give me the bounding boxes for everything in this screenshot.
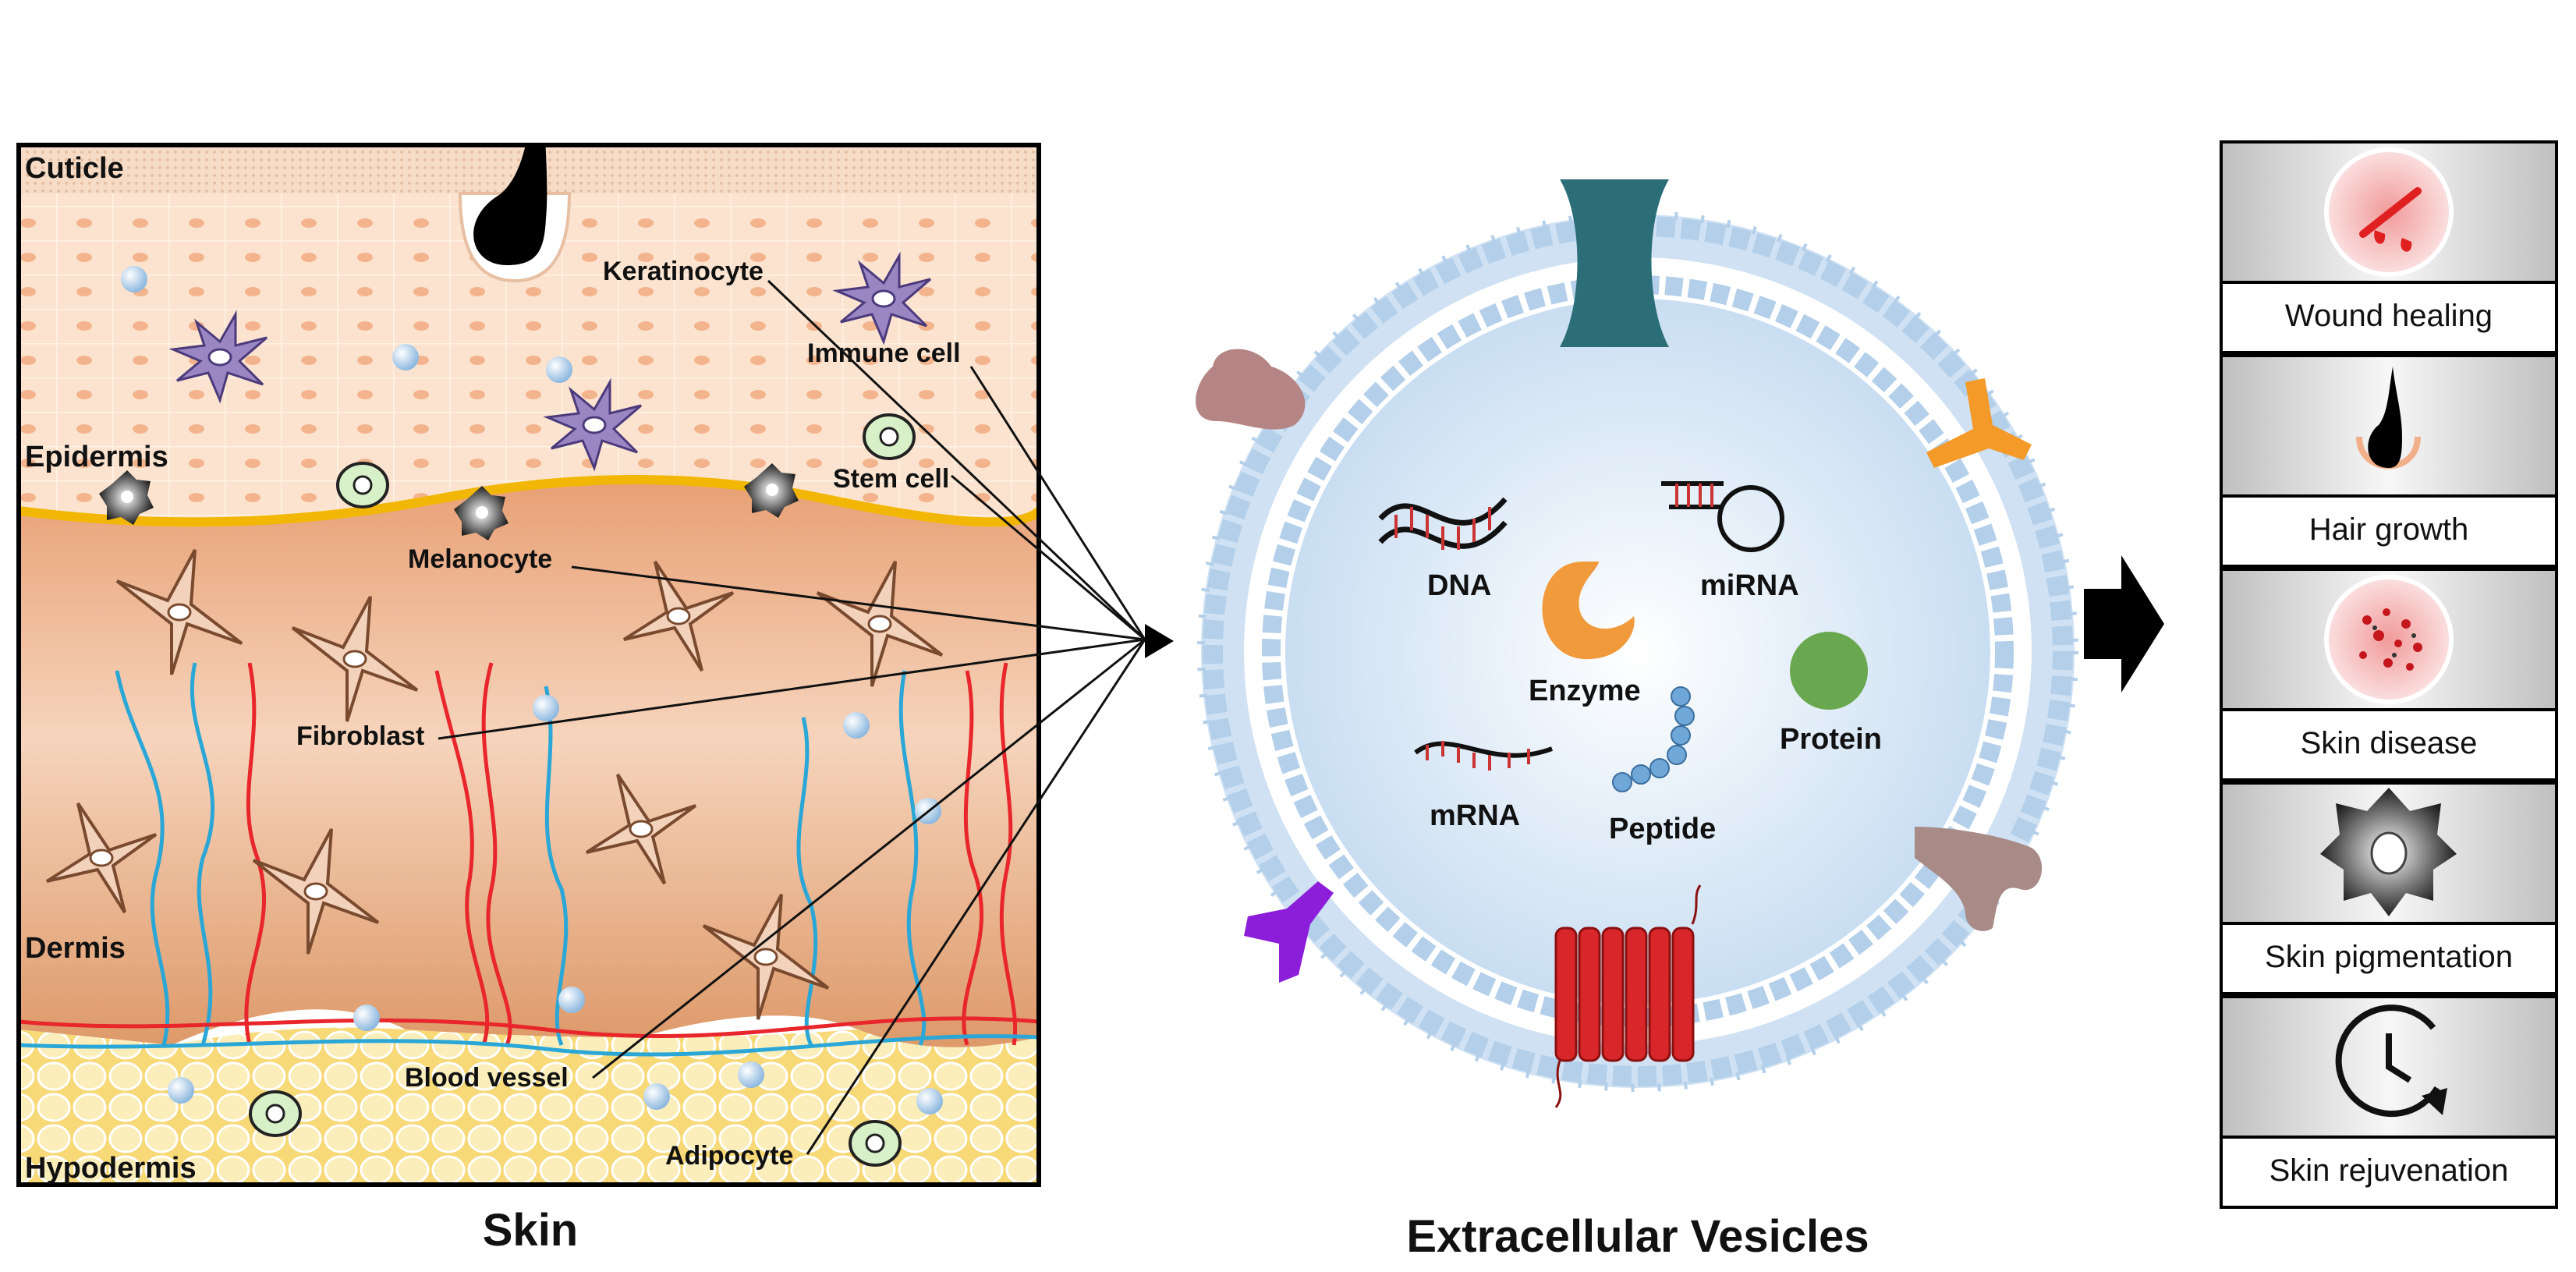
enzyme-icon xyxy=(1542,562,1635,660)
cargo-label-enzyme: Enzyme xyxy=(1529,675,1641,707)
app-label-wound-healing: Wound healing xyxy=(2285,299,2493,333)
label-melanocyte: Melanocyte xyxy=(408,544,552,574)
receptor-protein-brown-icon xyxy=(1196,349,1306,430)
cargo-label-mrna: mRNA xyxy=(1430,799,1520,832)
protein-icon xyxy=(1790,632,1868,710)
app-label-hair-growth: Hair growth xyxy=(2309,512,2469,547)
label-adipocyte: Adipocyte xyxy=(665,1141,793,1171)
fibroblasts xyxy=(45,549,944,1020)
layer-label-hypodermis: Hypodermis xyxy=(25,1152,197,1185)
exosome-bubbles xyxy=(121,266,943,1114)
pointer-lines xyxy=(438,279,1146,1155)
hair-follicle-icon xyxy=(458,145,572,283)
receptor-protein-tan-icon xyxy=(1915,827,2043,931)
skin-frame xyxy=(16,143,1041,1187)
cargo-label-mirna: miRNA xyxy=(1700,569,1799,602)
dermis-layer xyxy=(19,480,1039,1055)
skin-disease-icon xyxy=(2324,575,2454,704)
label-blood-vessel: Blood vessel xyxy=(405,1063,569,1093)
clock-icon xyxy=(2335,1004,2447,1118)
app-label-skin-pigmentation: Skin pigmentation xyxy=(2265,940,2513,974)
layer-label-epidermis: Epidermis xyxy=(25,441,168,473)
applications-panel: Wound healing Hair growth Skin disease xyxy=(2220,140,2558,1209)
right-arrow-icon xyxy=(2084,555,2164,693)
skin-title: Skin xyxy=(483,1205,579,1256)
immune-cells xyxy=(168,251,931,472)
transmembrane-protein-icon xyxy=(1554,884,1702,1108)
mirna-icon xyxy=(1661,481,1784,552)
layer-label-cuticle: Cuticle xyxy=(25,152,124,185)
channel-protein-icon xyxy=(1560,179,1669,347)
basal-membrane-line xyxy=(19,475,1039,527)
label-immune-cell: Immune cell xyxy=(807,338,961,368)
layer-label-dermis: Dermis xyxy=(25,932,126,965)
dna-icon xyxy=(1378,497,1508,550)
melanocytes xyxy=(99,463,799,540)
receptor-protein-orange-icon xyxy=(1926,378,2032,468)
wound-healing-icon xyxy=(2324,147,2454,277)
stem-cells xyxy=(249,413,916,1167)
app-label-skin-rejuvenation: Skin rejuvenation xyxy=(2270,1153,2509,1188)
vesicle-title: Extracellular Vesicles xyxy=(1406,1211,1869,1262)
cargo-label-dna: DNA xyxy=(1427,569,1491,602)
vesicle: DNA miRNA Enzyme Protein mRNA Peptide xyxy=(1196,179,2078,1108)
label-keratinocyte: Keratinocyte xyxy=(603,257,764,286)
label-fibroblast: Fibroblast xyxy=(296,721,424,751)
app-label-skin-disease: Skin disease xyxy=(2301,726,2478,760)
receptor-protein-purple-icon xyxy=(1244,881,1334,983)
hypodermis-layer xyxy=(19,1027,1039,1185)
cargo-label-peptide: Peptide xyxy=(1609,813,1716,845)
label-stem-cell: Stem cell xyxy=(833,464,949,494)
blood-vessels xyxy=(19,662,1039,1057)
skin-panel xyxy=(19,145,1039,1185)
skin-pigmentation-icon xyxy=(2320,788,2457,916)
vesicle-lumen xyxy=(1285,299,1990,1004)
pointer-arrowhead xyxy=(1145,624,1174,658)
cargo-label-protein: Protein xyxy=(1780,723,1882,756)
mrna-icon xyxy=(1414,741,1554,771)
hair-growth-icon xyxy=(2356,367,2421,469)
peptide-icon xyxy=(1612,686,1695,792)
